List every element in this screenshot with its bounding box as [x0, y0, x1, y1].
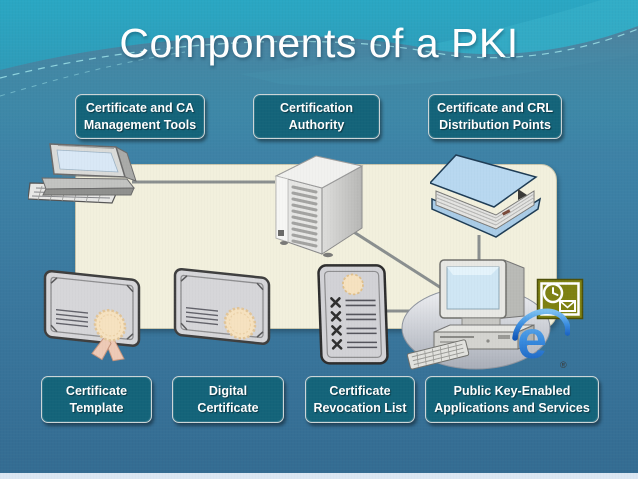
label-line: Public Key-Enabled	[453, 383, 571, 398]
label-certificate-revocation-list: Certificate Revocation List	[305, 376, 415, 423]
desktop-computer-icon	[401, 259, 551, 370]
internet-explorer-icon: e ®	[512, 308, 570, 370]
label-line: Certificate	[329, 383, 391, 398]
label-line: Revocation List	[313, 400, 407, 415]
label-line: Certificate and CRL	[437, 100, 553, 115]
label-line: Management Tools	[83, 117, 197, 132]
label-line: Template	[69, 400, 124, 415]
laptop-computer-icon	[28, 143, 137, 204]
ca-server-icon	[274, 155, 364, 258]
label-certificate-template: Certificate Template	[41, 376, 152, 423]
certificate-template-icon	[43, 269, 141, 362]
label-public-key-enabled-apps: Public Key-Enabled Applications and Serv…	[425, 376, 599, 423]
label-line: Certificate and CA	[85, 100, 195, 115]
connector-server-desktop	[334, 218, 461, 302]
label-line: Distribution Points	[439, 117, 551, 132]
label-line: Authority	[288, 117, 345, 132]
revocation-list-icon	[317, 264, 389, 365]
label-line: Certification	[280, 100, 353, 115]
label-line: Certificate	[65, 383, 128, 398]
slide-title: Components of a PKI	[119, 20, 519, 66]
label-line: Digital	[208, 383, 248, 398]
label-line: Applications and Services	[434, 400, 590, 415]
label-certification-authority: Certification Authority	[253, 94, 380, 139]
distribution-book-icon	[430, 154, 542, 238]
label-certificate-crl-distribution-points: Certificate and CRL Distribution Points	[428, 94, 562, 139]
label-certificate-ca-management-tools: Certificate and CA Management Tools	[75, 94, 205, 139]
label-digital-certificate: Digital Certificate	[172, 376, 284, 423]
digital-certificate-icon	[173, 267, 271, 345]
ie-letter: e	[517, 310, 547, 370]
registered-mark: ®	[560, 360, 567, 370]
label-line: Certificate	[197, 400, 259, 415]
